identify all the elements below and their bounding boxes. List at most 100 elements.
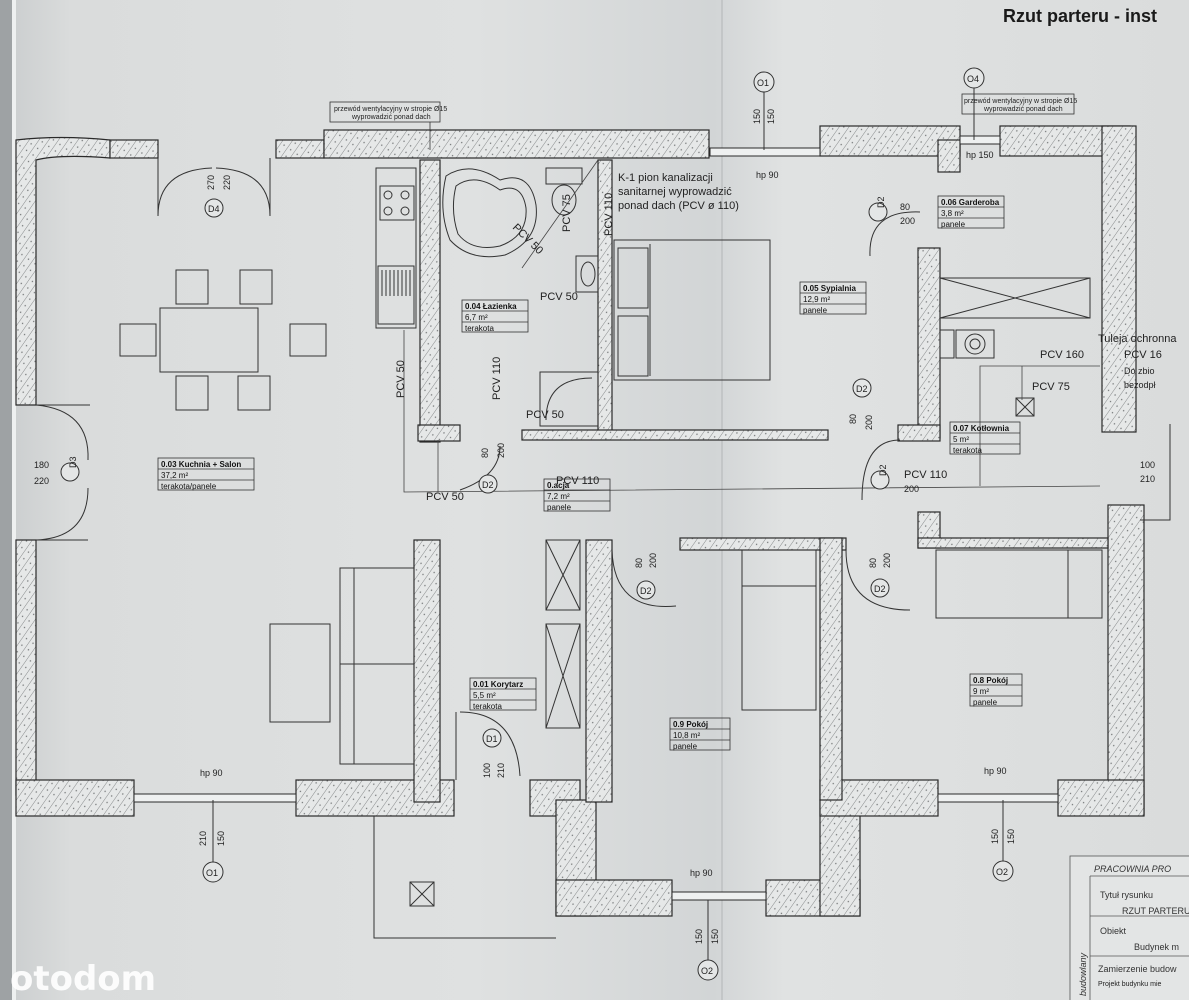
room-kotlownia-name: 0.07 Kotłownia (953, 424, 1010, 433)
room-lazienka-area: 6,7 m² (465, 313, 488, 322)
window-height: hp 90 (200, 768, 223, 778)
dim-text: 210 (198, 831, 208, 846)
dining-table (159, 307, 259, 373)
inner-walls (413, 139, 1109, 803)
room-korytarz-floor: terakota (473, 702, 502, 711)
room-lazienka-floor: terakota (465, 324, 494, 333)
shower (539, 371, 599, 427)
washbasin (575, 255, 599, 293)
dim-text: 80 (634, 558, 644, 568)
pipe-label: PCV 50 (426, 491, 464, 503)
door-swings (35, 158, 921, 780)
axis-o2-bottom-mid: O2 (701, 966, 713, 976)
axis-o4-top: O4 (967, 74, 979, 84)
vent-note-right-line2: wyprowadzić ponad dach (983, 106, 1063, 113)
dim-text: 220 (34, 476, 49, 486)
bezodp-note: bezodpł (1124, 380, 1156, 390)
door-d3-tag: D3 (68, 456, 78, 468)
room-garderoba-area: 3,8 m² (941, 209, 964, 218)
wardrobe (545, 539, 581, 611)
door-tags (60, 198, 890, 748)
chair (119, 323, 157, 357)
pipe-label: PCV 50 (395, 360, 407, 398)
dim-text: 150 (710, 929, 720, 944)
dim-text: 200 (904, 484, 919, 494)
vent-note-left-line1: przewód wentylacyjny w stropie Ø15 (334, 106, 447, 113)
pcv16-note: PCV 16 (1124, 349, 1162, 361)
room-pokoj8-area: 9 m² (973, 687, 989, 696)
dim-text: 100 (1140, 460, 1155, 470)
coffee-table (269, 623, 331, 723)
k1-note-line3: ponad dach (PCV ø 110) (618, 200, 739, 212)
k1-note-line2: sanitarnej wyprowadzić (618, 186, 732, 198)
dim-text: 150 (752, 109, 762, 124)
dim-text: 150 (216, 831, 226, 846)
wardrobe (939, 277, 1091, 319)
titleblock-tytul: Tytuł rysunku (1100, 890, 1153, 900)
titleblock-budowlany: budowlany (1078, 952, 1088, 996)
pipe-label: PCV 50 (540, 291, 578, 303)
pipe-label: PCV 110 (603, 193, 615, 236)
pipe-label: PCV 110 (491, 357, 503, 400)
windows (133, 135, 1059, 901)
titleblock-rzut: RZUT PARTERU (1122, 906, 1189, 916)
outer-walls (15, 125, 1145, 917)
toilet (545, 167, 583, 185)
door-d2-tag: D2 (640, 586, 652, 596)
chair (239, 269, 273, 305)
boiler (955, 329, 995, 359)
room-garderoba-name: 0.06 Garderoba (941, 198, 1000, 207)
tuleja-note: Tuleja ochronna (1098, 333, 1177, 345)
room-kuchnia-floor: terakota/panele (161, 482, 217, 491)
door-d2-tag: D2 (876, 196, 886, 208)
room-pokoj9-area: 10,8 m² (673, 731, 700, 740)
room-pokoj9-floor: panele (673, 742, 698, 751)
vent-note-left-line2: wyprowadzić ponad dach (351, 114, 431, 121)
chair (175, 269, 209, 305)
chimney-square (409, 881, 435, 907)
room-sypialnia-area: 12,9 m² (803, 295, 830, 304)
room-pokoj8-floor: panele (973, 698, 998, 707)
room-kotlownia-area: 5 m² (953, 435, 969, 444)
dim-text: 200 (900, 216, 915, 226)
pipe-label: PCV 50 (526, 409, 564, 421)
dim-text: 80 (900, 202, 910, 212)
dim-text: 220 (222, 175, 232, 190)
vent-note-left-box (329, 101, 441, 123)
dim-text: 210 (496, 763, 506, 778)
room-kotlownia-floor: terakota (953, 446, 982, 455)
bed-double (613, 239, 771, 381)
pipe-label: PCV 75 (561, 194, 573, 232)
window-height: hp 90 (984, 766, 1007, 776)
titleblock-pracownia: PRACOWNIA PRO (1094, 864, 1171, 874)
room-korytarz-area: 5,5 m² (473, 691, 496, 700)
dim-text: 150 (766, 109, 776, 124)
title-block (1069, 855, 1189, 1000)
do-zbio-note: Do zbio (1124, 366, 1155, 376)
room-kuchnia-area: 37,2 m² (161, 471, 188, 480)
pipe-label: PCV 160 (1040, 349, 1084, 361)
chair (289, 323, 327, 357)
pipe-label: PCV 75 (1032, 381, 1070, 393)
k1-note-line1: K-1 pion kanalizacji (618, 172, 713, 184)
page-edge (12, 0, 16, 1000)
bed-single (741, 549, 817, 711)
room-korytarz-name: 0.01 Korytarz (473, 680, 523, 689)
dim-text: 200 (648, 553, 658, 568)
room-pokoj8-name: 0.8 Pokój (973, 676, 1008, 685)
dim-text: 200 (882, 553, 892, 568)
sofa (339, 567, 415, 765)
window-height: hp 90 (756, 170, 779, 180)
dim-text: 80 (848, 414, 858, 424)
room-pokoj9-name: 0.9 Pokój (673, 720, 708, 729)
titleblock-budynek: Budynek m (1134, 942, 1179, 952)
kitchen-counter (375, 167, 417, 329)
dim-text: 150 (1006, 829, 1016, 844)
dim-text: 80 (868, 558, 878, 568)
door-d2-tag: D2 (482, 480, 494, 490)
pipe-label: PCV 110 (556, 475, 599, 487)
door-d2-tag: D2 (878, 464, 888, 476)
drain-square (1015, 397, 1035, 417)
door-d2-tag: D2 (874, 584, 886, 594)
